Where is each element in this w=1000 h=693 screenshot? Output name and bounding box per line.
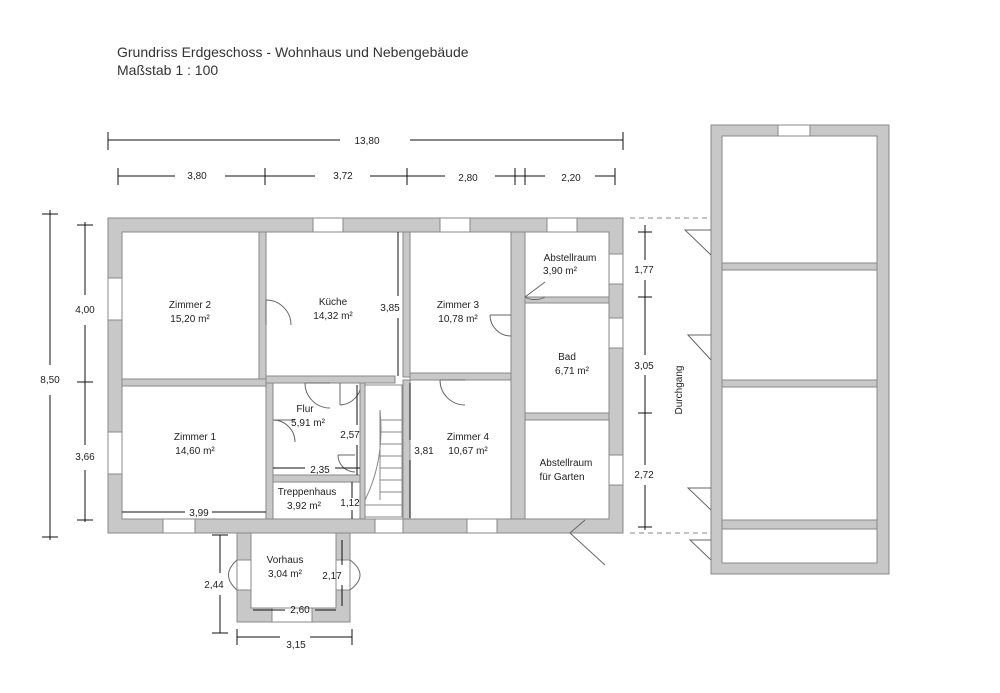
dim-w1: 3,80 — [187, 171, 207, 182]
dim-w2: 3,72 — [333, 171, 353, 182]
dim-kueche-height: 3,85 — [380, 303, 400, 314]
outbuilding-doors — [683, 229, 712, 561]
room-vorhaus-name: Vorhaus — [267, 555, 304, 566]
door-swings — [265, 281, 606, 566]
room-treppenhaus-name: Treppenhaus — [278, 487, 337, 498]
room-zimmer4-name: Zimmer 4 — [447, 432, 490, 443]
room-zimmer2-area: 15,20 m² — [170, 314, 210, 325]
dim-vorhaus-inner-height: 2,17 — [322, 571, 342, 582]
dim-flur-width: 2,35 — [310, 465, 330, 476]
room-zimmer2-name: Zimmer 2 — [169, 300, 212, 311]
dimension-values: 13,80 3,80 3,72 2,80 2,20 8,50 4,00 3,66… — [40, 136, 654, 651]
dim-flur-height: 2,57 — [340, 430, 360, 441]
room-kueche-name: Küche — [319, 297, 348, 308]
room-abstellraum-area: 3,90 m² — [543, 266, 578, 277]
windows — [107, 217, 624, 534]
dim-right-3: 2,72 — [634, 470, 654, 481]
room-zimmer3-area: 10,78 m² — [438, 314, 478, 325]
plan-title: Grundriss Erdgeschoss - Wohnhaus und Neb… — [117, 44, 469, 60]
dim-zimmer4-height: 3,81 — [414, 446, 434, 457]
passage-label: Durchgang — [674, 366, 685, 415]
dim-right-1: 1,77 — [634, 265, 654, 276]
room-zimmer1-name: Zimmer 1 — [174, 432, 217, 443]
dim-vorhaus-height: 2,44 — [204, 580, 224, 591]
dim-zimmer1-width: 3,99 — [189, 508, 209, 519]
room-kueche-area: 14,32 m² — [313, 311, 353, 322]
dim-vorhaus-width: 3,15 — [286, 640, 306, 651]
staircase — [364, 384, 403, 518]
room-vorhaus-area: 3,04 m² — [268, 569, 303, 580]
room-zimmer1-area: 14,60 m² — [175, 446, 215, 457]
dim-vorhaus-inner-width: 2,60 — [290, 605, 310, 616]
vorhaus-door-swings — [228, 559, 361, 591]
room-flur-area: 5,91 m² — [291, 418, 326, 429]
room-labels: Zimmer 2 15,20 m² Küche 14,32 m² Zimmer … — [169, 253, 597, 580]
room-bad-area: 6,71 m² — [555, 366, 590, 377]
dim-h-lower: 3,66 — [75, 452, 95, 463]
dimension-lines — [42, 132, 652, 645]
room-abstellraum-garten-area: für Garten — [539, 472, 584, 483]
dim-total-height: 8,50 — [40, 375, 60, 386]
dim-h-upper: 4,00 — [75, 305, 95, 316]
room-zimmer4-area: 10,67 m² — [448, 446, 488, 457]
room-bad-name: Bad — [558, 352, 576, 363]
dim-w4: 2,20 — [561, 173, 581, 184]
passage-lines — [630, 217, 711, 534]
outbuilding-walls — [710, 124, 890, 575]
room-zimmer3-name: Zimmer 3 — [437, 300, 480, 311]
room-treppenhaus-area: 3,92 m² — [287, 501, 322, 512]
room-abstellraum-garten-name: Abstellraum — [540, 458, 593, 469]
vorhaus-windows — [236, 559, 351, 623]
dim-right-2: 3,05 — [634, 361, 654, 372]
outbuilding-windows — [777, 124, 811, 137]
dim-w3: 2,80 — [458, 173, 478, 184]
dim-total-width: 13,80 — [354, 136, 379, 147]
plan-scale: Maßstab 1 : 100 — [117, 62, 219, 78]
dim-treppe-width: 1,12 — [340, 498, 360, 509]
room-abstellraum-name: Abstellraum — [544, 253, 597, 264]
room-flur-name: Flur — [296, 404, 314, 415]
